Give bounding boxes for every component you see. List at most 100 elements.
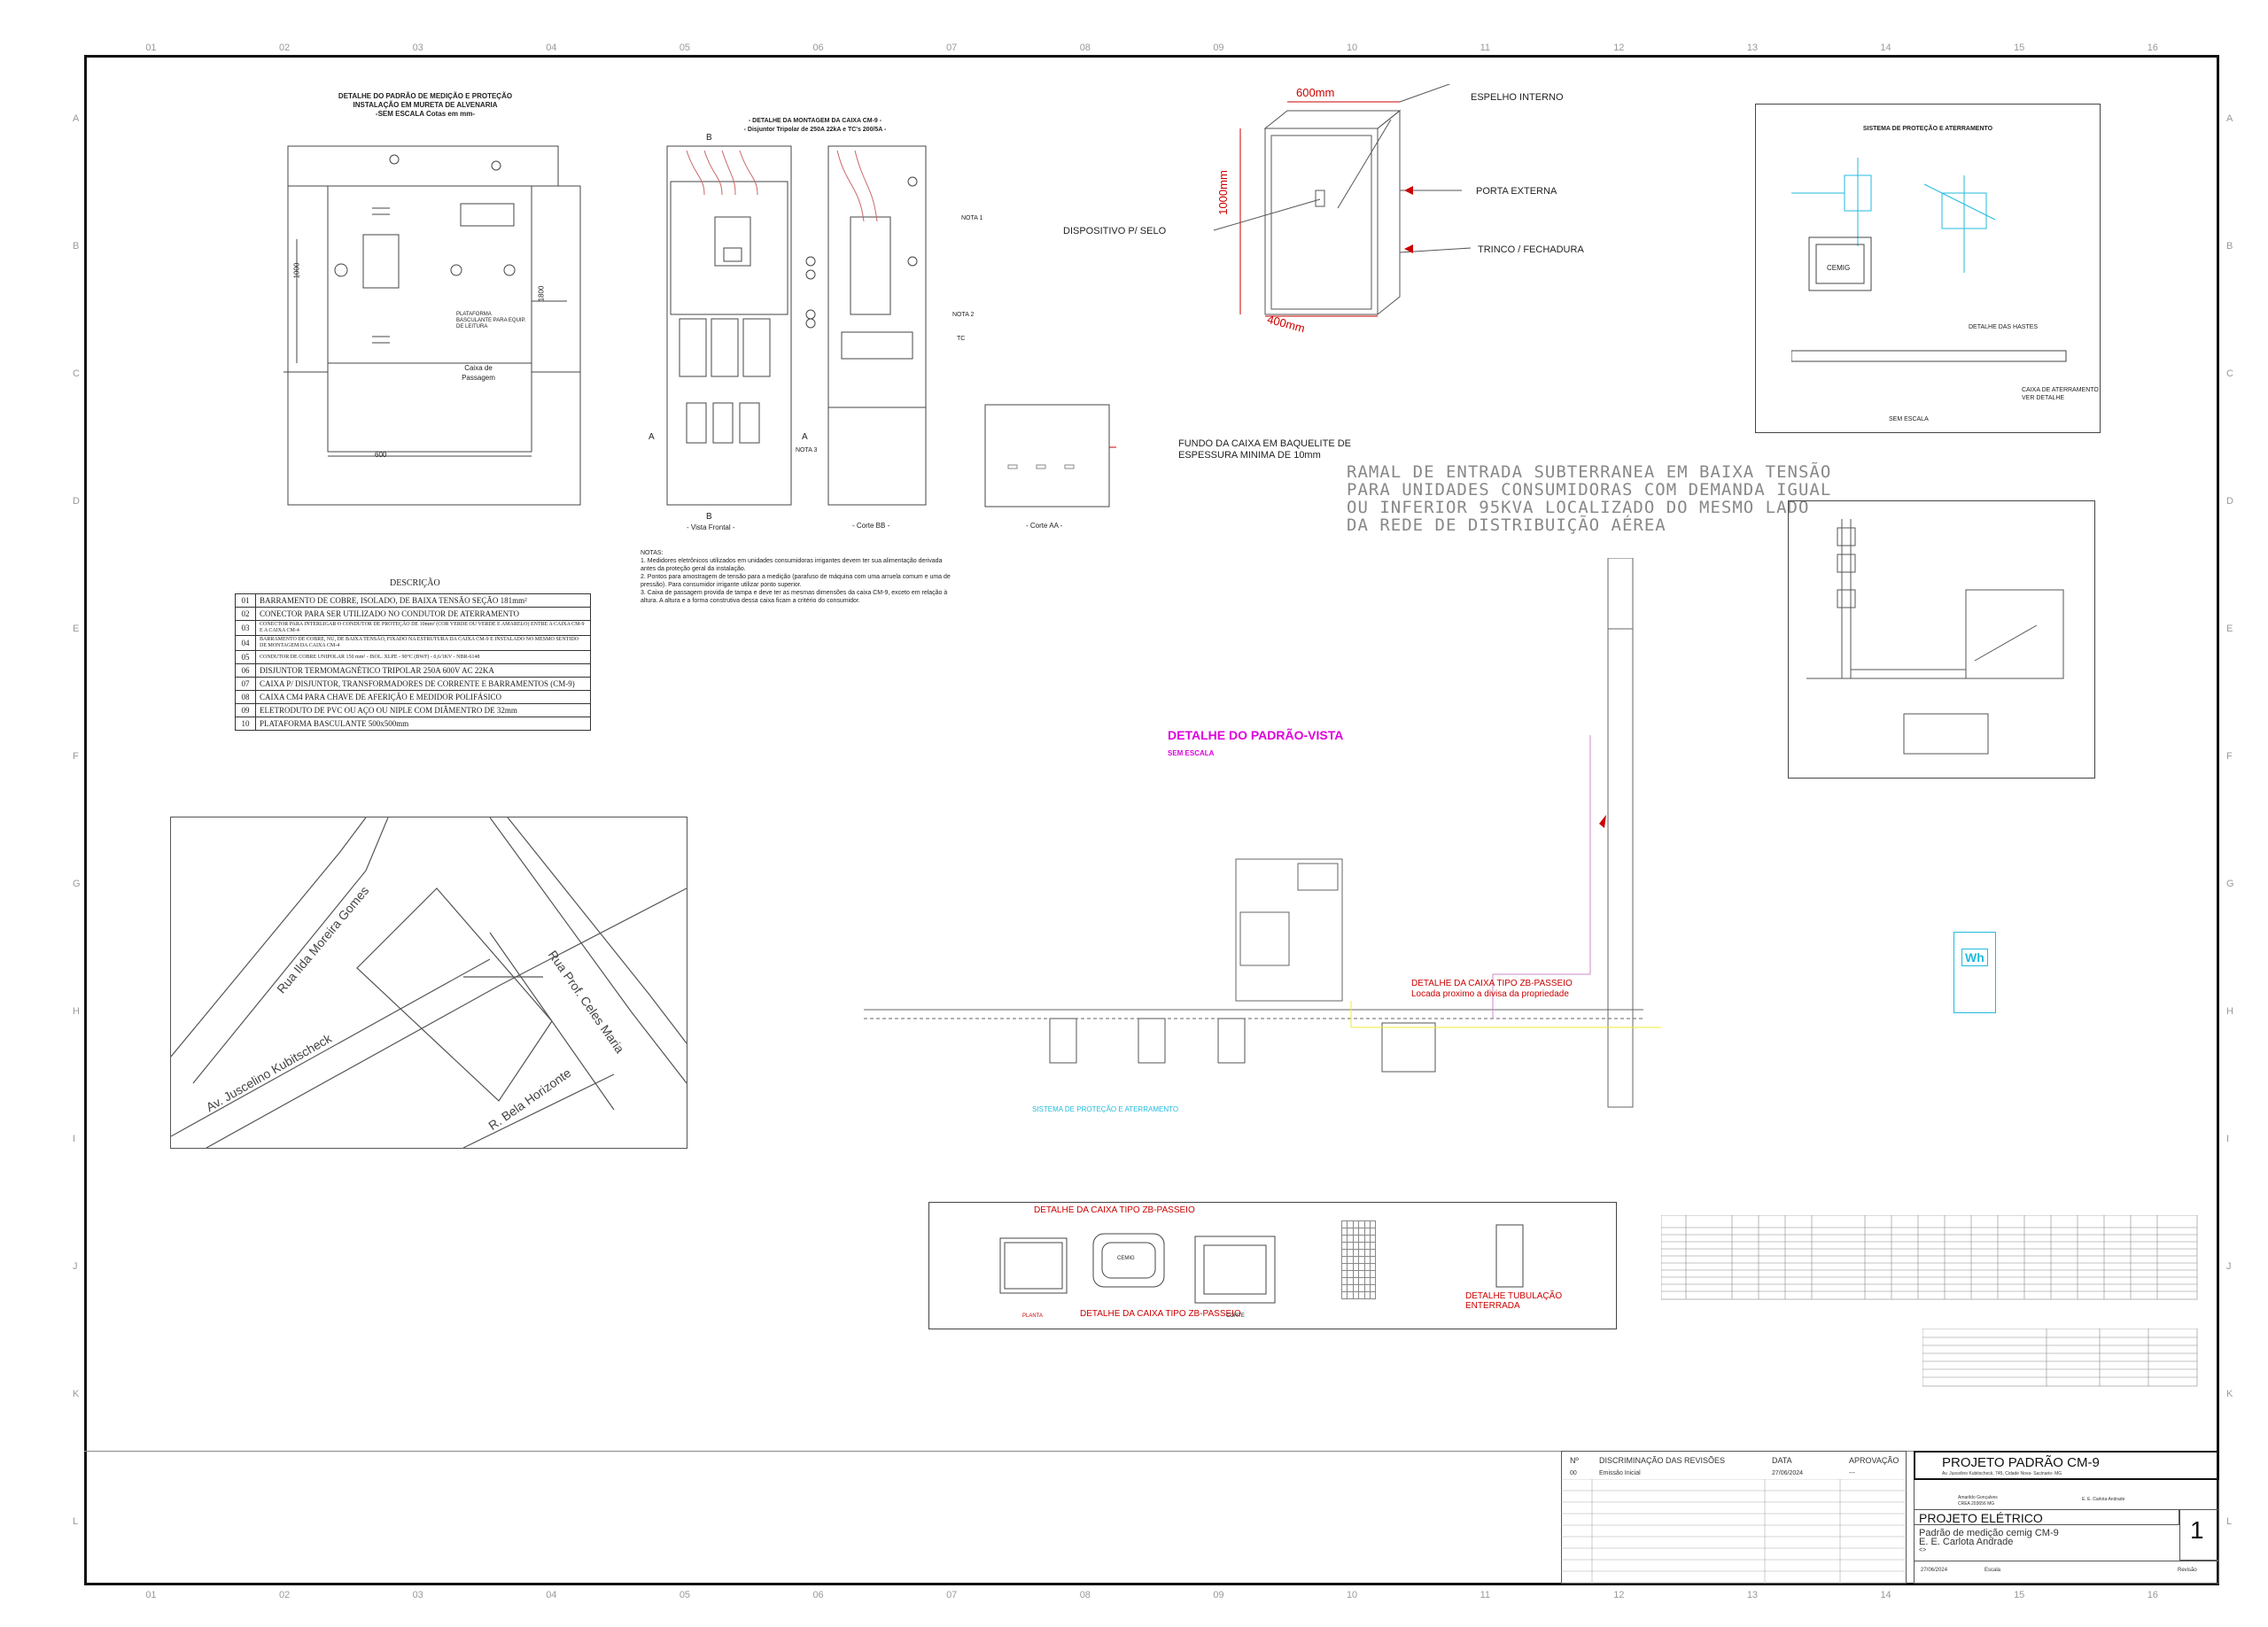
descricao-item-number: 04 bbox=[235, 635, 256, 651]
title-block-divider bbox=[84, 1451, 2219, 1452]
grid-label: 10 bbox=[1346, 1590, 1358, 1600]
dim-600-label: 600 bbox=[375, 451, 387, 459]
rev-n: 00 bbox=[1570, 1470, 1577, 1476]
grid-label: 05 bbox=[679, 43, 691, 53]
sheet-number: 1 bbox=[2190, 1516, 2204, 1544]
sheet-description-3: <> bbox=[1919, 1547, 1927, 1553]
ramal-line-1: RAMAL DE ENTRADA SUBTERRANEA EM BAIXA TE… bbox=[1347, 462, 1832, 482]
vista-frontal-label: - Vista Frontal - bbox=[687, 523, 735, 531]
detail-montagem-drawing bbox=[666, 145, 927, 506]
grid-label: K bbox=[73, 1389, 80, 1399]
detail-montagem-title-2: - Disjuntor Tripolar de 250A 22kA e TC's… bbox=[743, 127, 887, 133]
caixa-zb-drawing bbox=[999, 1224, 1524, 1304]
ramal-line-3: OU INFERIOR 95KVA LOCALIZADO DO MESMO LA… bbox=[1347, 498, 1810, 517]
poste-detail-drawing bbox=[1806, 519, 2064, 755]
grid-label: H bbox=[2226, 1006, 2233, 1017]
cabinet-height-label: 1000mm bbox=[1216, 170, 1230, 215]
grid-label: C bbox=[2226, 368, 2233, 379]
sheet-description: Padrão de medição cemig CM-9 E. E. Carlo… bbox=[1919, 1529, 2059, 1555]
fundo-caixa-line-2: ESPESSURA MINIMA DE 10mm bbox=[1178, 450, 1321, 461]
revisions-box bbox=[1561, 1451, 1907, 1584]
rev-header-data: DATA bbox=[1772, 1456, 1792, 1465]
grid-label: E bbox=[73, 624, 80, 634]
poste-detail-panel bbox=[1788, 500, 2095, 779]
caixa-zb-title-bottom: DETALHE DA CAIXA TIPO ZB-PASSEIO bbox=[1080, 1309, 1241, 1319]
footer-box bbox=[1914, 1561, 2219, 1584]
trinco-label: TRINCO / FECHADURA bbox=[1478, 244, 1584, 255]
corte-bb-label: - Corte BB - bbox=[852, 522, 890, 530]
location-map: Rua Ilda Moreira Gomes Av. Juscelino Kub… bbox=[170, 817, 687, 1149]
aterramento-sem-escala: SEM ESCALA bbox=[1889, 416, 1929, 422]
notes-heading: NOTAS: bbox=[641, 550, 664, 556]
descricao-heading: DESCRIÇÃO bbox=[390, 578, 440, 588]
detail-medicao-title-2: INSTALAÇÃO EM MURETA DE ALVENARIA bbox=[353, 101, 498, 109]
detail-montagem-title: - DETALHE DA MONTAGEM DA CAIXA CM-9 - - … bbox=[726, 117, 904, 135]
grid-label: 03 bbox=[412, 43, 423, 53]
nota-3-label: NOTA 3 bbox=[796, 447, 818, 453]
descricao-item-number: 10 bbox=[235, 717, 256, 731]
grid-label: 07 bbox=[946, 1590, 958, 1600]
grid-label: 01 bbox=[145, 43, 157, 53]
dispositivo-label: DISPOSITIVO P/ SELO bbox=[1063, 226, 1167, 236]
grid-label: 04 bbox=[546, 43, 557, 53]
grid-label: 07 bbox=[946, 43, 958, 53]
caixa-aterramento-label: CAIXA DE ATERRAMENTO VER DETALHE bbox=[2022, 386, 2099, 402]
grid-label: 14 bbox=[1880, 43, 1891, 53]
grid-label: 15 bbox=[2014, 1590, 2025, 1600]
detalhe-hastes-label: DETALHE DAS HASTES bbox=[1969, 324, 2039, 330]
ramal-line-2: PARA UNIDADES CONSUMIDORAS COM DEMANDA I… bbox=[1347, 480, 1832, 500]
caixa-zb-cemig-logo: CEMIG bbox=[1117, 1256, 1135, 1261]
grid-label: 06 bbox=[812, 43, 824, 53]
caixa-passagem-label: Caixa de Passagem bbox=[462, 364, 495, 382]
grid-label: J bbox=[2226, 1261, 2232, 1272]
grid-label: 13 bbox=[1746, 1590, 1759, 1600]
grid-label: E bbox=[2226, 624, 2233, 634]
descricao-item-text: BARRAMENTO DE COBRE, NU, DE BAIXA TENSÃO… bbox=[255, 635, 591, 651]
descricao-item-number: 05 bbox=[235, 650, 256, 664]
grid-label: 02 bbox=[278, 43, 291, 53]
caixa-aterramento-line-1: CAIXA DE ATERRAMENTO bbox=[2022, 387, 2099, 393]
plataforma-label: PLATAFORMA BASCULANTE PARA EQUIP. DE LEI… bbox=[456, 312, 526, 329]
caixa-zb-callout-line-2: Locada proximo a divisa da propriedade bbox=[1411, 989, 1569, 999]
descricao-item-text: PLATAFORMA BASCULANTE 500x500mm bbox=[255, 717, 591, 731]
grid-label: L bbox=[73, 1516, 79, 1527]
grid-label: F bbox=[73, 751, 79, 762]
cabinet-drawing bbox=[1213, 84, 1472, 317]
grid-label: 08 bbox=[1079, 1590, 1091, 1600]
dimensoes-table bbox=[1340, 1220, 1377, 1299]
sheet-escala: Escala bbox=[1984, 1568, 2001, 1573]
sheet-number-box bbox=[2179, 1509, 2219, 1561]
grid-label: 03 bbox=[412, 1590, 423, 1600]
rev-header-n: Nº bbox=[1570, 1456, 1579, 1465]
padrao-vista-sem-escala: SEM ESCALA bbox=[1168, 749, 1215, 757]
section-b-label-top: B bbox=[706, 133, 712, 143]
grid-label: 01 bbox=[145, 1590, 157, 1600]
caixa-aterramento-line-2: VER DETALHE bbox=[2022, 395, 2065, 401]
corte-aa-label: - Corte AA - bbox=[1026, 522, 1063, 530]
grid-label: G bbox=[2226, 879, 2234, 889]
discipline-box bbox=[1914, 1509, 2179, 1525]
rev-header-aprov: APROVAÇÃO bbox=[1849, 1456, 1899, 1465]
descricao-item-text: CONDUTOR DE COBRE UNIPOLAR 150 mm² - ISO… bbox=[255, 650, 591, 664]
revisions-rows bbox=[1561, 1479, 1907, 1584]
descricao-item-number: 03 bbox=[235, 620, 256, 636]
cabinet-width-label: 600mm bbox=[1296, 86, 1335, 99]
grid-label: A bbox=[73, 113, 80, 124]
aterramento-drawing bbox=[1791, 158, 2067, 362]
note-1: 1. Medidores eletrônicos utilizados em u… bbox=[641, 558, 943, 572]
drawing-frame bbox=[84, 55, 2219, 1585]
map-streets bbox=[171, 817, 687, 1148]
section-a-label-left: A bbox=[649, 432, 655, 442]
nota-2-label: NOTA 2 bbox=[952, 312, 975, 318]
nota-1-label: NOTA 1 bbox=[961, 215, 983, 221]
dim-1800-label: 1800 bbox=[537, 285, 546, 302]
quadro-demanda-grid bbox=[1922, 1328, 2198, 1387]
padrao-vista-drawing bbox=[864, 558, 1661, 1108]
descricao-item-number: 07 bbox=[235, 677, 256, 691]
